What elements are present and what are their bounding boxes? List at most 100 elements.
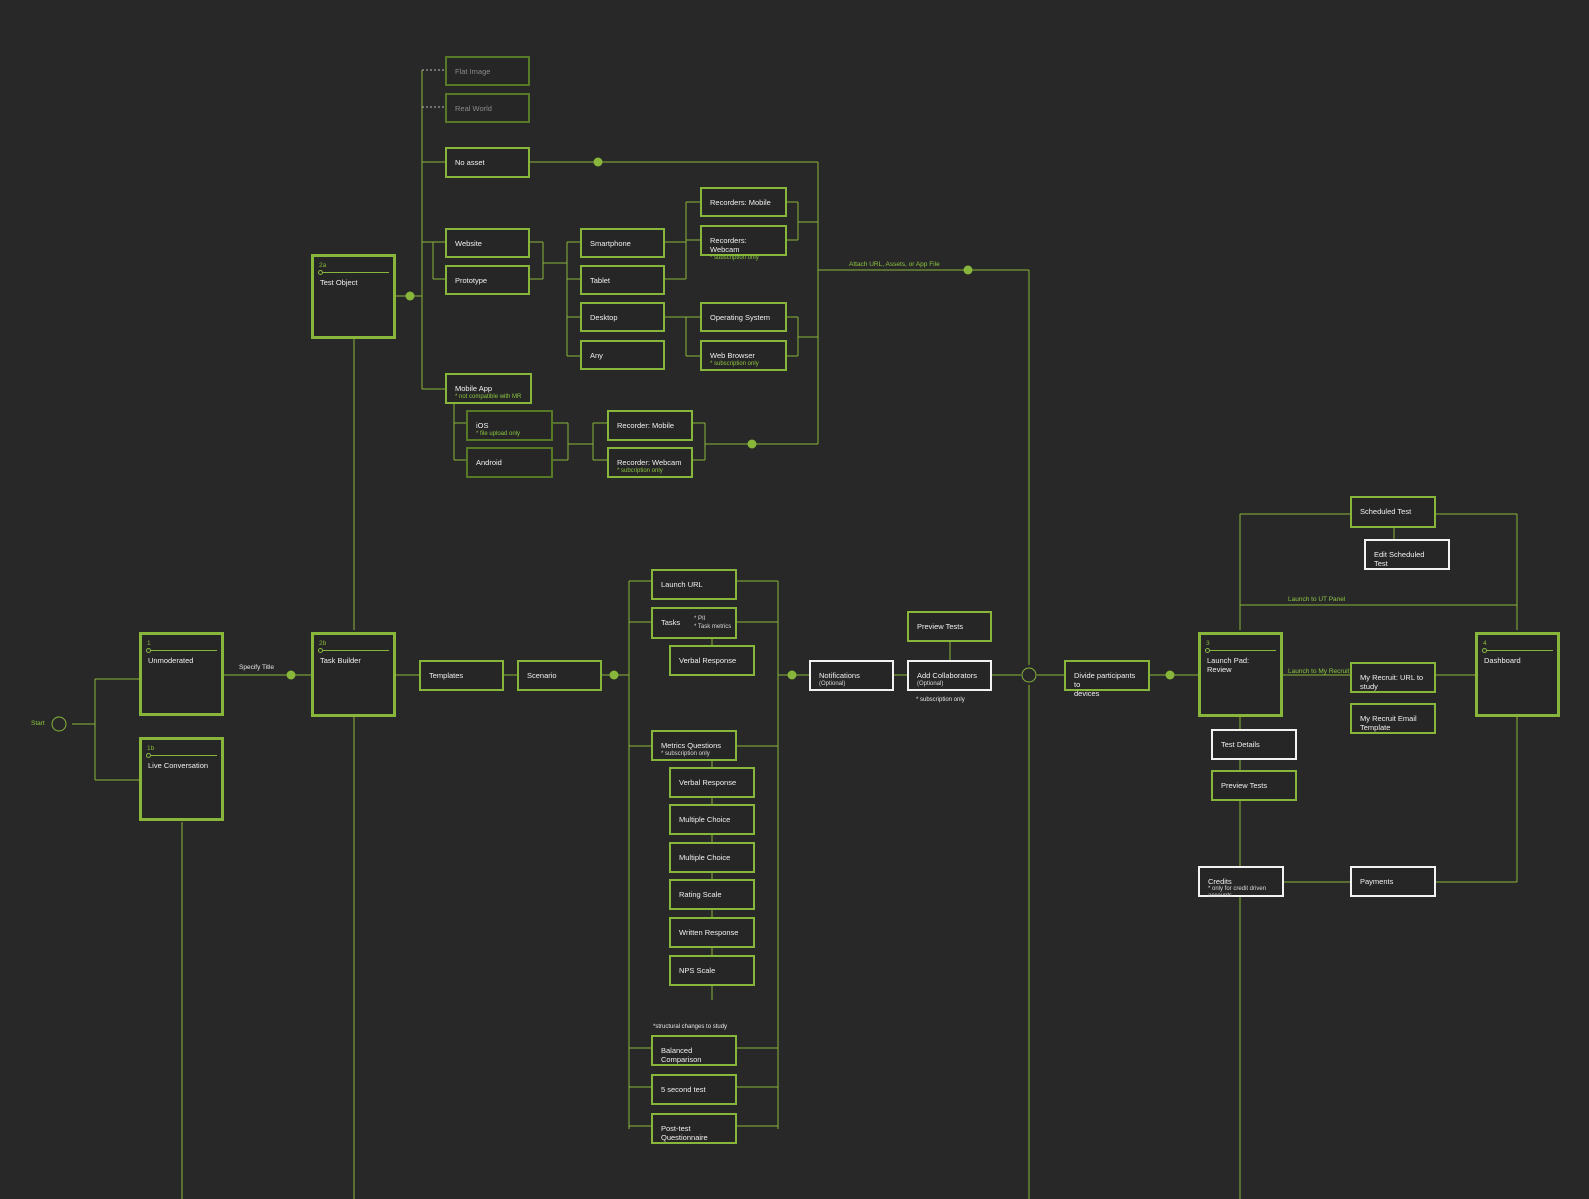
box-label-line2: Review — [1207, 665, 1232, 674]
rating-scale-box[interactable]: Rating Scale — [669, 879, 755, 910]
written-response-box[interactable]: Written Response — [669, 917, 755, 948]
box-label: Metrics Questions — [661, 741, 722, 750]
preview-tests-box[interactable]: Preview Tests — [907, 611, 992, 642]
add-collaborators-box[interactable]: Add Collaborators(Optional) — [907, 660, 992, 691]
box-label-line2: study — [1360, 682, 1378, 691]
website-box[interactable]: Website — [445, 228, 530, 258]
dashed-connector — [422, 69, 445, 108]
preview-tests-box[interactable]: Preview Tests — [1211, 770, 1297, 801]
test-object-box[interactable]: 2a Test Object — [311, 254, 396, 339]
box-label: Recorder: Mobile — [617, 421, 675, 430]
any-box[interactable]: Any — [580, 340, 665, 370]
connector — [395, 70, 445, 390]
box-label: Any — [590, 351, 603, 360]
launch-url-box[interactable]: Launch URL — [651, 569, 737, 600]
post-test-questionnaire-box[interactable]: Post-test Questionnaire — [651, 1113, 737, 1144]
box-label: Web Browser — [710, 351, 755, 360]
merge-circle — [1021, 667, 1037, 683]
box-label: Multiple Choice — [679, 815, 731, 824]
recorders-mobile-box[interactable]: Recorders: Mobile — [700, 187, 787, 217]
box-label-line2: Template — [1360, 723, 1391, 732]
verbal-response-box[interactable]: Verbal Response — [669, 645, 755, 676]
real-world-box[interactable]: Real World — [445, 93, 530, 123]
box-label: Edit Scheduled Test — [1374, 550, 1425, 568]
flat-image-box[interactable]: Flat Image — [445, 56, 530, 86]
box-note: * subscription only — [710, 361, 759, 367]
scenario-box[interactable]: Scenario — [517, 660, 602, 691]
connector — [629, 580, 651, 1127]
junction-dot — [1165, 670, 1175, 680]
tablet-box[interactable]: Tablet — [580, 265, 665, 295]
multiple-choice-box[interactable]: Multiple Choice — [669, 842, 755, 873]
box-label: Multiple Choice — [679, 853, 731, 862]
balanced-comparison-box[interactable]: Balanced Comparison — [651, 1035, 737, 1066]
box-divider-dot — [318, 270, 323, 275]
box-label: NPS Scale — [679, 966, 716, 975]
ios-box[interactable]: iOS* file upload only — [466, 410, 553, 441]
smartphone-box[interactable]: Smartphone — [580, 228, 665, 258]
box-label: Divide participants to — [1074, 671, 1136, 689]
task-builder-box[interactable]: 2b Task Builder — [311, 632, 396, 717]
no-asset-box[interactable]: No asset — [445, 147, 530, 178]
junction-dot — [609, 670, 619, 680]
start-label: Start — [31, 720, 45, 727]
templates-box[interactable]: Templates — [419, 660, 504, 691]
launch-to-my-recruit-label: Launch to My Recruit — [1288, 668, 1350, 675]
nps-scale-box[interactable]: NPS Scale — [669, 955, 755, 986]
box-label: Test Details — [1221, 740, 1260, 749]
web-browser-box[interactable]: Web Browser* subscription only — [700, 340, 787, 371]
dashboard-box[interactable]: 4 Dashboard — [1475, 632, 1560, 717]
metrics-questions-box[interactable]: Metrics Questions* subscription only — [651, 730, 737, 761]
recorder-webcam-box[interactable]: Recorder: Webcam* subcription only — [607, 447, 693, 478]
mobile-app-box[interactable]: Mobile App* not compatible with MR — [445, 373, 532, 404]
connector — [787, 201, 818, 241]
box-label: Payments — [1360, 877, 1394, 886]
scheduled-test-box[interactable]: Scheduled Test — [1350, 496, 1436, 528]
box-label: Preview Tests — [917, 622, 964, 631]
box-label: Recorder: Webcam — [617, 458, 682, 467]
unmoderated-box[interactable]: 1 Unmoderated — [139, 632, 224, 716]
recorder-mobile-box[interactable]: Recorder: Mobile — [607, 410, 693, 441]
box-note: * file upload only — [476, 431, 521, 437]
operating-system-box[interactable]: Operating System — [700, 302, 787, 332]
connector — [1282, 717, 1518, 883]
box-label: Prototype — [455, 276, 488, 285]
payments-box[interactable]: Payments — [1350, 866, 1436, 897]
box-divider — [318, 272, 389, 273]
box-label: Written Response — [679, 928, 739, 937]
box-label: Dashboard — [1484, 656, 1521, 665]
box-label: Unmoderated — [148, 656, 194, 665]
credits-box[interactable]: Credits * only for credit driven account… — [1198, 866, 1284, 899]
launch-pad-box[interactable]: 3 Launch Pad: Review — [1198, 632, 1283, 717]
connector — [1239, 513, 1518, 630]
step-number: 2b — [319, 640, 327, 647]
box-label: Post-test Questionnaire — [661, 1124, 708, 1142]
junction-dot — [593, 157, 603, 167]
box-divider — [146, 650, 217, 651]
desktop-box[interactable]: Desktop — [580, 302, 665, 332]
recorders-webcam-box[interactable]: Recorders: Webcam* subscription only — [700, 225, 787, 261]
box-note: accounts — [1208, 893, 1233, 899]
box-divider — [318, 650, 389, 651]
multiple-choice-box[interactable]: Multiple Choice — [669, 804, 755, 835]
tasks-box[interactable]: Tasks * PII * Task metrics — [651, 607, 737, 639]
five-second-test-box[interactable]: 5 second test — [651, 1074, 737, 1105]
connector — [453, 397, 607, 461]
connector — [693, 422, 818, 461]
edit-scheduled-test-box[interactable]: Edit Scheduled Test — [1364, 539, 1450, 570]
junction-dot — [747, 439, 757, 449]
notifications-box[interactable]: Notifications(Optional) — [809, 660, 894, 691]
box-label: My Recruit Email — [1360, 714, 1417, 723]
test-details-box[interactable]: Test Details — [1211, 729, 1297, 760]
prototype-box[interactable]: Prototype — [445, 265, 530, 295]
live-conversation-box[interactable]: 1b Live Conversation — [139, 737, 224, 821]
box-label: Recorders: Mobile — [710, 198, 771, 207]
verbal-response-box[interactable]: Verbal Response — [669, 767, 755, 798]
android-box[interactable]: Android — [466, 447, 553, 478]
junction-dot — [286, 670, 296, 680]
box-label: Task Builder — [320, 656, 361, 665]
box-label: Launch URL — [661, 580, 703, 589]
